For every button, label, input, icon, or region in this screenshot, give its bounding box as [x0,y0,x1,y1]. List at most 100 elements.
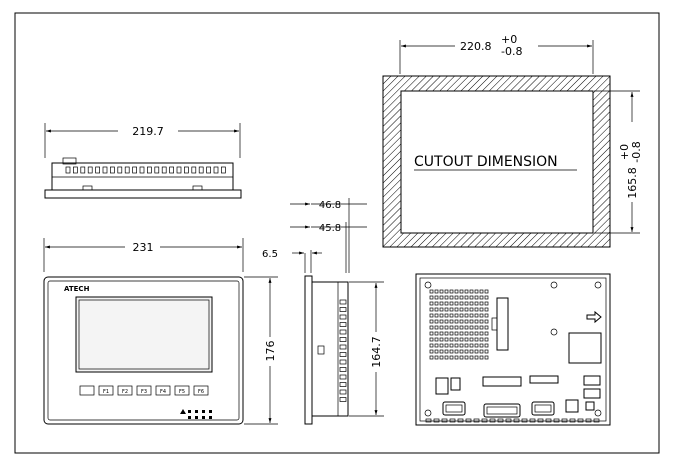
function-key [136,385,152,396]
status-led [188,416,191,419]
vent-slot [479,355,484,360]
function-key-label: F1 [103,389,109,395]
vent-slot [479,349,484,354]
vent-slot [474,355,479,360]
connector-pin [154,166,160,174]
vent-slot [474,289,479,294]
vent-slot [429,331,434,336]
side-body [311,281,349,417]
connector-pin [73,166,78,174]
cutout-width-label: 220.8 [460,40,492,53]
vent-slot [459,307,464,312]
rear-expansion-slot [496,297,509,351]
vent-slot [439,295,444,300]
side-height-label: 164.7 [370,336,383,368]
connector-pin [110,166,115,174]
display-screen [75,296,213,373]
connector-pin [198,166,204,174]
side-port-pin [339,344,347,350]
connector-pin [65,166,71,174]
cutout-dimension-label: CUTOUT DIMENSION [414,154,558,170]
rear-arrow-icon [586,310,602,324]
vent-slot [454,313,459,318]
connector-pin [184,166,189,174]
vent-slot [429,301,434,306]
vent-slot [484,337,489,342]
vent-slot [454,355,459,360]
vent-slot [459,337,464,342]
side-port-pin [339,367,347,372]
connector-pin [102,166,108,174]
function-key-label: F4 [160,389,166,395]
vent-slot [479,331,484,336]
vent-slot [484,343,489,348]
terminal [457,418,464,423]
vent-slot [454,289,459,294]
vent-slot [469,325,474,330]
mounting-hole [550,328,558,336]
vent-slot [479,307,484,312]
terminal [505,418,512,423]
side-view-connectors [339,299,347,402]
vent-slot [459,301,464,306]
vent-slot [434,295,439,300]
vent-slot [449,325,454,330]
terminal [441,418,448,423]
rear-label-plate [568,332,602,364]
front-bezel-inner [47,280,240,421]
menu-key [79,385,95,396]
connector-pin [191,166,197,174]
vent-slot [429,343,434,348]
side-port-pin [339,352,347,357]
vent-slot [479,289,484,294]
side-port-pin [339,322,347,327]
connector-pin [206,166,211,174]
vent-slot [454,295,459,300]
terminal [577,418,584,423]
vent-slot [459,295,464,300]
cutout-height-tol-plus: +0 [618,144,631,160]
terminal [561,418,568,423]
vent-slot [444,313,449,318]
vent-slot [439,343,444,348]
vent-slot [474,307,479,312]
connector-pin [169,166,174,174]
vent-slot [444,343,449,348]
vent-slot [469,289,474,294]
vent-slot [449,295,454,300]
terminal [593,418,600,423]
side-port-pin [339,307,347,312]
status-led [195,410,198,413]
vent-slot [439,337,444,342]
function-key [98,385,114,396]
vent-slot [469,301,474,306]
front-height-label: 176 [264,341,277,362]
function-key-label: F3 [141,389,147,395]
terminal [465,418,472,423]
vent-slot [449,343,454,348]
rear-terminal-strip [425,418,600,423]
connector-pin [221,166,226,174]
side-port-pin [339,337,347,342]
vent-slot [464,295,469,300]
vent-slot [484,301,489,306]
vent-slot [464,331,469,336]
vent-slot [439,331,444,336]
side-port-pin [339,314,347,320]
cutout-view: 220.8 +0 -0.8 CUTOUT DIMENSION 165.8 +0 … [382,33,643,248]
mounting-hole [594,409,602,417]
vent-slot [459,289,464,294]
vent-slot [484,319,489,324]
vent-slot [444,325,449,330]
vent-slot [469,337,474,342]
vent-slot [474,349,479,354]
terminal [545,418,552,423]
vent-slot [459,331,464,336]
vent-slot [459,349,464,354]
status-led [209,410,212,413]
vent-slot [454,307,459,312]
vent-slot [479,319,484,324]
vent-slot [469,331,474,336]
status-leds [180,409,212,419]
vent-slot [439,355,444,360]
